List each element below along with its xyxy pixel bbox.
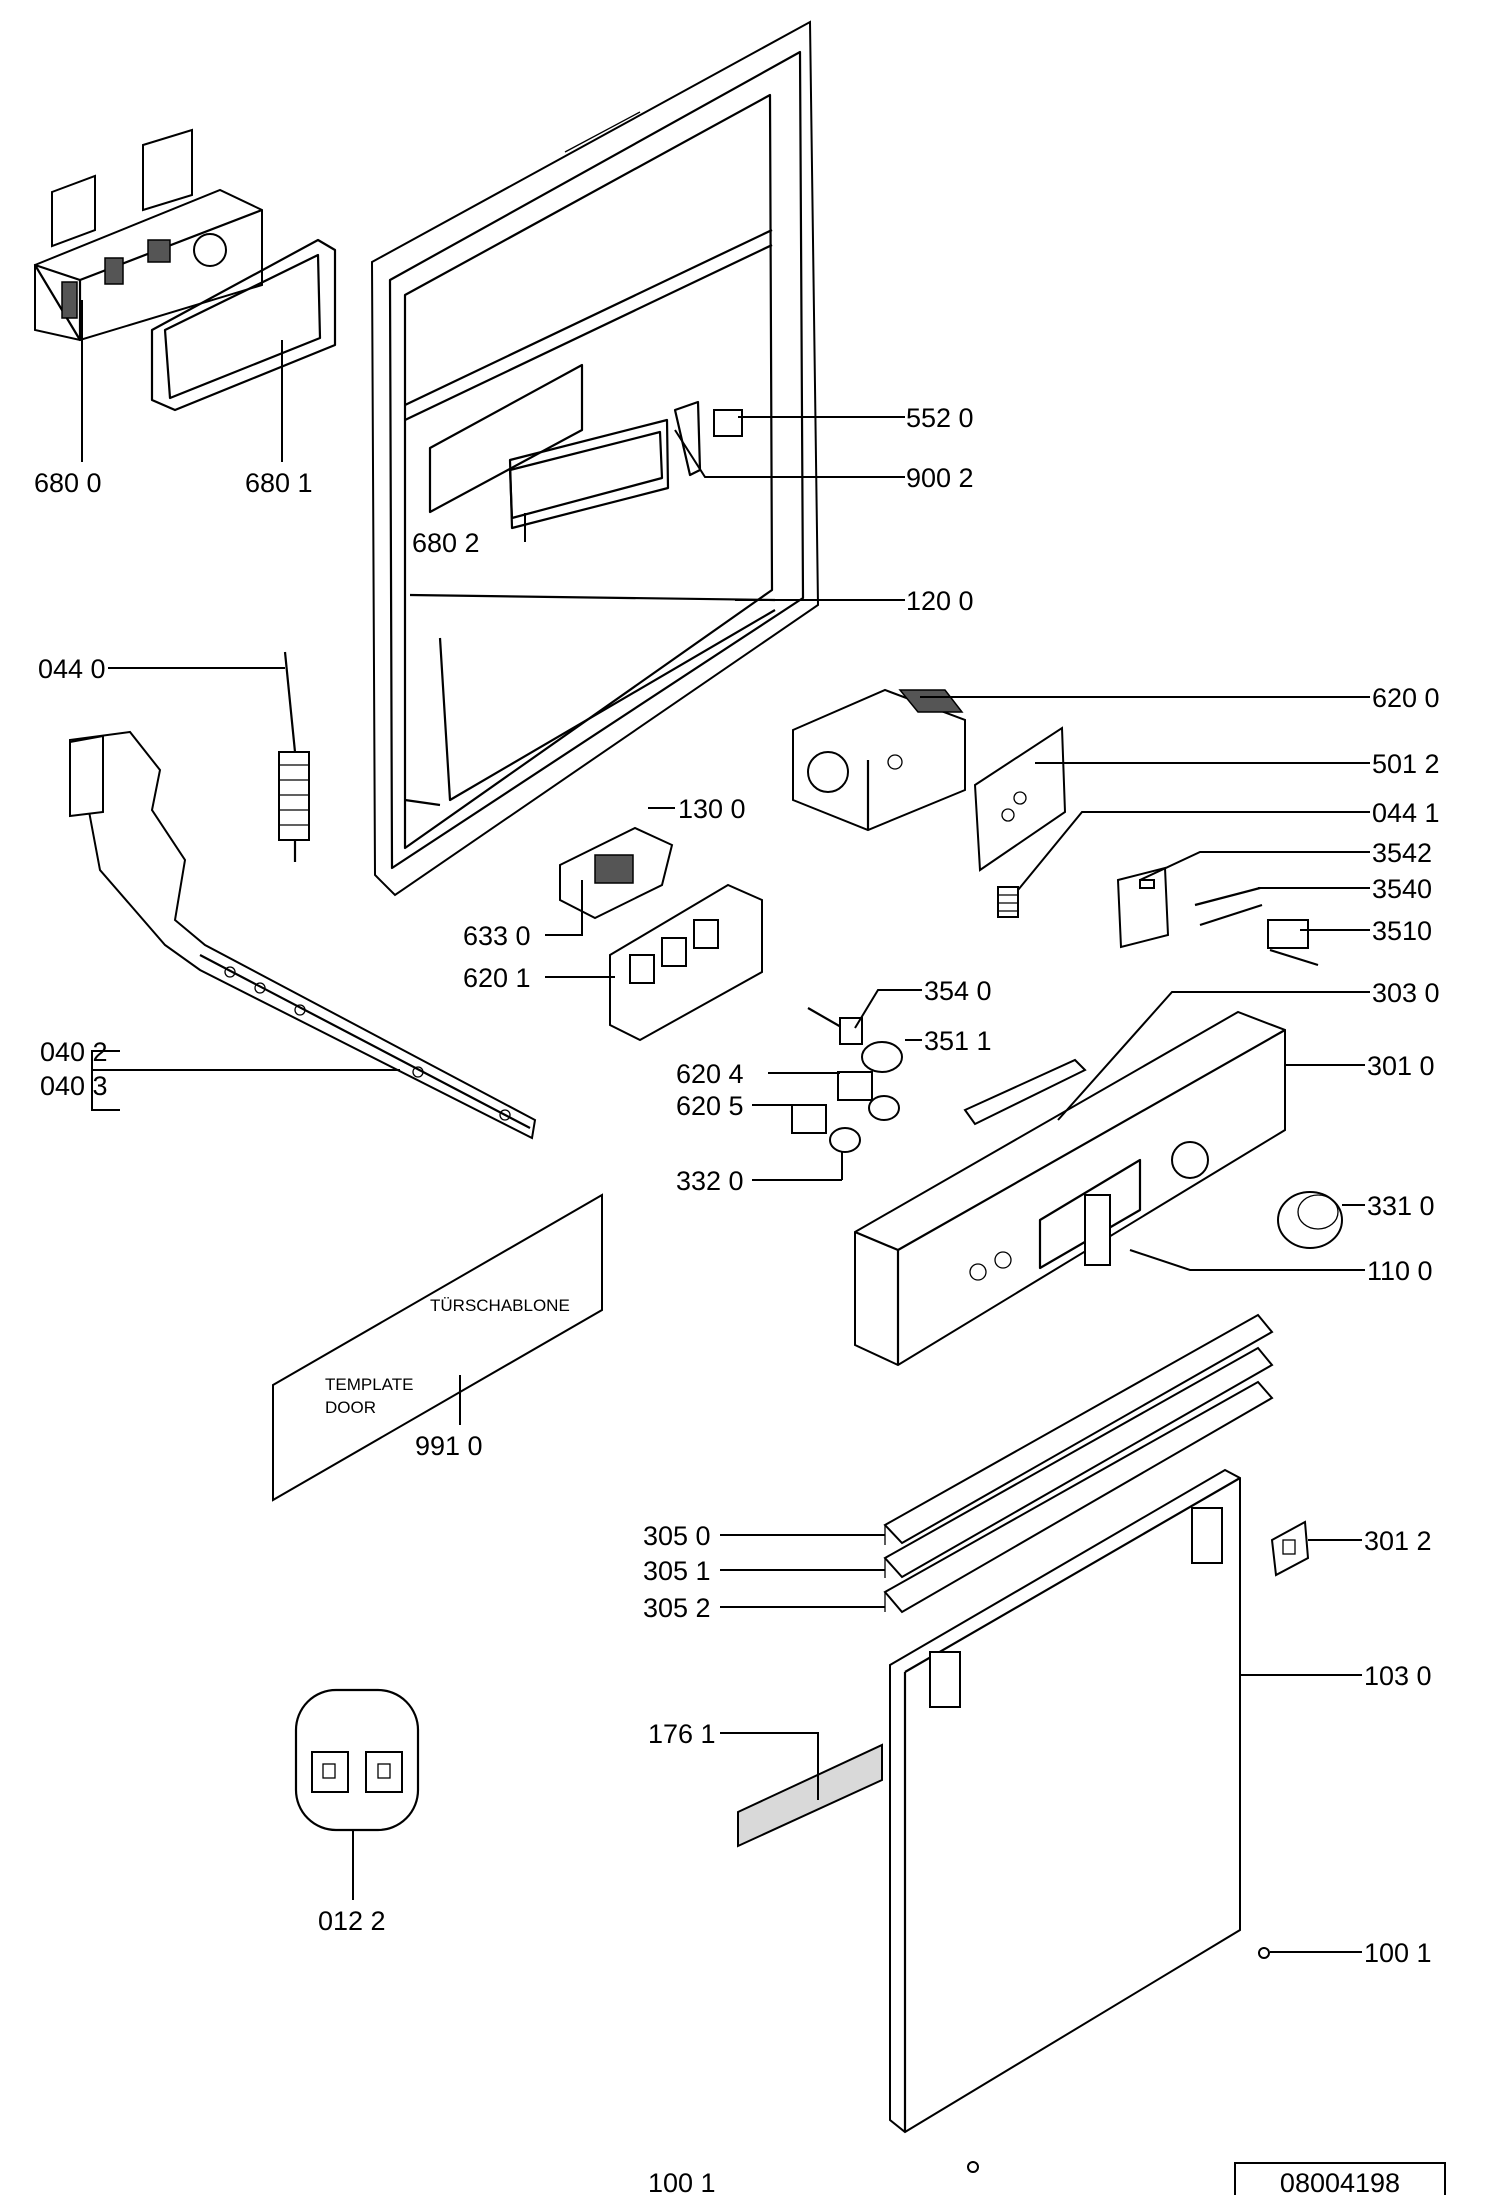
door-hinge <box>69 730 537 1140</box>
label-3540: 3540 <box>1372 874 1432 904</box>
label-1761: 176 1 <box>648 1719 716 1749</box>
label-0441: 044 1 <box>1372 798 1440 828</box>
switch-clip <box>673 400 743 477</box>
label-3010: 301 0 <box>1367 1051 1435 1081</box>
label-1030: 103 0 <box>1364 1661 1432 1691</box>
label-1001-right: 100 1 <box>1364 1938 1432 1968</box>
drawing-number-box <box>1234 2162 1446 2195</box>
control-panel <box>854 1010 1286 1367</box>
door-lock-assembly <box>33 128 337 412</box>
label-6200: 620 0 <box>1372 683 1440 713</box>
switches-and-buttons <box>791 1071 900 1153</box>
label-3320: 332 0 <box>676 1166 744 1196</box>
template-text-en-1: TEMPLATE <box>325 1375 413 1394</box>
label-0440: 044 0 <box>38 654 106 684</box>
dispenser-switch <box>559 826 674 920</box>
lamp-assembly <box>807 1007 903 1073</box>
label-1300: 130 0 <box>678 794 746 824</box>
label-3050: 305 0 <box>643 1521 711 1551</box>
label-6204: 620 4 <box>676 1059 744 1089</box>
part-labels: 680 0 680 1 552 0 900 2 680 2 120 0 044 … <box>34 403 1440 2195</box>
drawing-number: 08004198 <box>1280 2168 1400 2195</box>
label-9002: 900 2 <box>906 463 974 493</box>
indicator-parts <box>1116 866 1319 967</box>
label-1100: 110 0 <box>1367 1256 1433 1286</box>
label-0402: 040 2 <box>40 1037 108 1067</box>
label-1001-bottom: 100 1 <box>648 2168 716 2195</box>
door-template-sheet: TÜRSCHABLONE TEMPLATE DOOR <box>272 1193 603 1502</box>
label-3542: 3542 <box>1372 838 1432 868</box>
label-6330: 633 0 <box>463 921 531 951</box>
screw-bottom <box>967 2161 979 2173</box>
label-3052: 305 2 <box>643 1593 711 1623</box>
template-text-de: TÜRSCHABLONE <box>430 1296 570 1315</box>
label-3012: 301 2 <box>1364 1526 1432 1556</box>
screw-right <box>1258 1947 1270 1959</box>
door-strips <box>883 1313 1274 1614</box>
insulation-pad <box>737 1743 883 1848</box>
label-6801: 680 1 <box>245 468 313 498</box>
small-bracket-plate <box>1270 1520 1310 1577</box>
label-6205: 620 5 <box>676 1091 744 1121</box>
small-spring <box>997 886 1019 918</box>
terminal-block <box>609 883 763 1042</box>
label-5012: 501 2 <box>1372 749 1440 779</box>
knob <box>1277 1191 1343 1249</box>
label-6802: 680 2 <box>412 528 480 558</box>
inner-door-frame <box>370 20 820 897</box>
label-3030: 303 0 <box>1372 978 1440 1008</box>
label-3540b: 354 0 <box>924 976 992 1006</box>
label-9910: 991 0 <box>415 1431 483 1461</box>
label-5520: 552 0 <box>906 403 974 433</box>
door-spring <box>278 651 310 862</box>
label-3510: 3510 <box>1372 916 1432 946</box>
leader-lines <box>81 300 1370 1953</box>
outer-door-panel <box>889 1468 1241 2134</box>
label-0122: 012 2 <box>318 1906 386 1936</box>
template-text-en-2: DOOR <box>325 1398 376 1417</box>
label-3051: 305 1 <box>643 1556 711 1586</box>
programmer-unit <box>792 688 966 832</box>
label-3310: 331 0 <box>1367 1191 1435 1221</box>
label-6800: 680 0 <box>34 468 102 498</box>
label-3511: 351 1 <box>924 1026 992 1056</box>
label-6201: 620 1 <box>463 963 531 993</box>
label-0403: 040 3 <box>40 1071 108 1101</box>
hinge-kit-bubble <box>294 1688 420 1832</box>
label-1200: 120 0 <box>906 586 974 616</box>
